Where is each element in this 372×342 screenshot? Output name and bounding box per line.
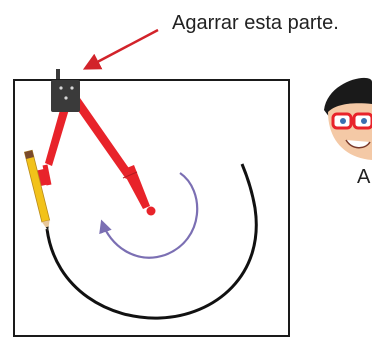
callout-arrow bbox=[86, 30, 158, 68]
compass-grip-stem bbox=[56, 69, 60, 79]
character-figure bbox=[324, 78, 372, 160]
compass-needle-tip bbox=[147, 207, 156, 216]
compass-head bbox=[51, 80, 80, 112]
